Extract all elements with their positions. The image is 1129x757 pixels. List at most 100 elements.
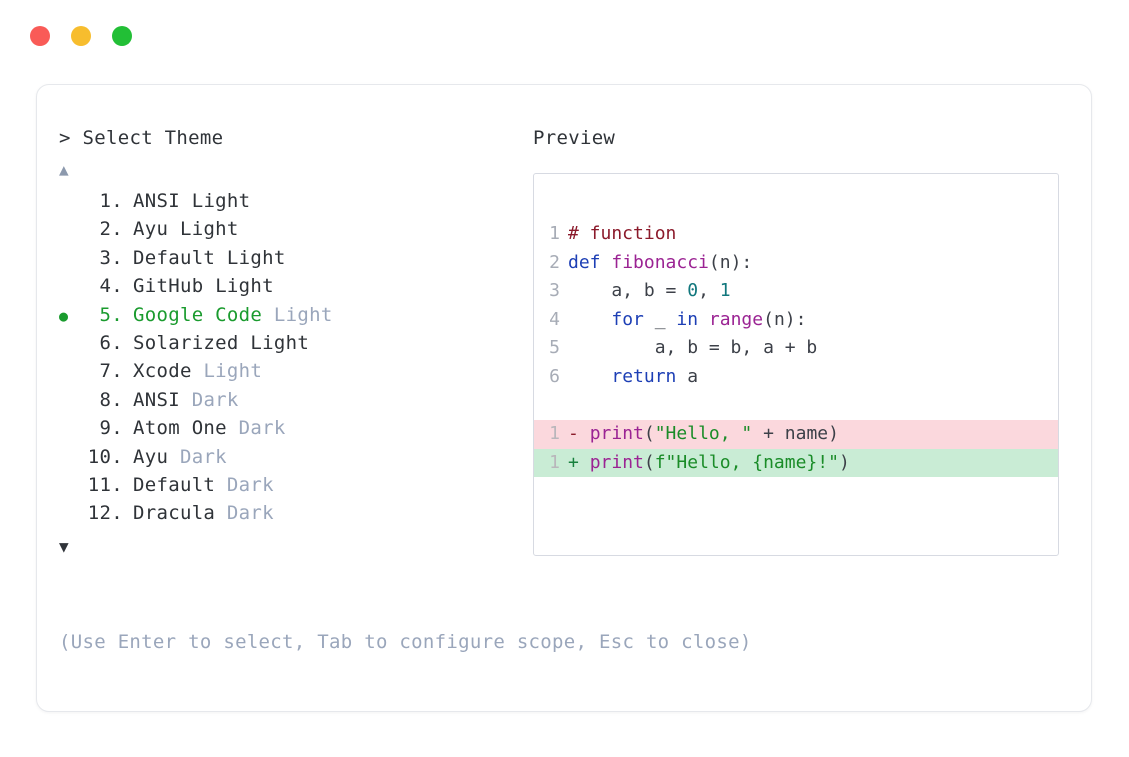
theme-name: Google Code [133, 303, 274, 326]
code-token: range [708, 308, 764, 330]
code-token: def [568, 251, 612, 273]
code-line: 3 a, b = 0, 1 [534, 277, 1058, 306]
theme-name: GitHub [133, 275, 216, 298]
code-line-text: # function [568, 220, 676, 249]
code-token: fibonacci [611, 251, 709, 273]
code-token: f"Hello, {name}!" [654, 451, 839, 473]
theme-name: Default [133, 473, 227, 496]
theme-list-item[interactable]: 1. ANSI Light [59, 187, 529, 215]
theme-index: 3. [99, 246, 123, 269]
code-token: for [611, 308, 644, 330]
window-titlebar [0, 0, 1129, 72]
scroll-down-icon[interactable]: ▼ [59, 536, 69, 556]
theme-index: 10. [87, 445, 123, 468]
selected-bullet-icon: ● [59, 306, 69, 325]
theme-index: 9. [99, 417, 123, 440]
scroll-up-icon[interactable]: ▲ [59, 160, 69, 179]
code-line: 6 return a [534, 363, 1058, 392]
theme-mode: Dark [238, 417, 286, 440]
code-line: 5 a, b = b, a + b [534, 334, 1058, 363]
code-token: a, b = [568, 280, 688, 302]
code-token: print [589, 451, 644, 473]
close-window-button[interactable] [30, 26, 50, 46]
theme-index: 4. [99, 275, 123, 298]
line-number: 2 [549, 251, 560, 273]
bullet-spacer [59, 330, 81, 358]
code-token: # function [568, 223, 677, 244]
theme-list-item[interactable]: 9. Atom One Dark [59, 414, 529, 442]
code-line: 4 for _ in range(n): [534, 306, 1058, 335]
bullet-spacer [59, 245, 81, 273]
theme-index: 5. [99, 303, 123, 326]
code-line-text: for _ in range(n): [568, 306, 806, 335]
theme-list-item[interactable]: 11. Default Dark [59, 471, 529, 499]
theme-index: 8. [99, 388, 123, 411]
code-line-text: def fibonacci(n): [568, 249, 752, 278]
theme-list-item[interactable]: 2.Ayu Light [59, 215, 529, 243]
theme-mode: Light [179, 218, 239, 241]
theme-mode: Light [226, 246, 286, 269]
theme-mode: Dark [226, 473, 274, 496]
theme-mode: Light [191, 190, 251, 212]
code-token [698, 309, 709, 330]
theme-list-item[interactable]: 7.Xcode Light [59, 357, 529, 385]
code-token: ) [838, 451, 850, 473]
theme-index: 6. [99, 331, 123, 354]
theme-list-item[interactable]: ● 5. Google Code Light [59, 301, 529, 329]
theme-index: 1. [99, 190, 123, 212]
theme-name: Atom One [133, 417, 239, 440]
theme-list-item[interactable]: 8.ANSI Dark [59, 386, 529, 414]
theme-list-item[interactable]: 4.GitHub Light [59, 272, 529, 300]
code-token: , [698, 280, 720, 302]
code-token: (n): [708, 251, 753, 273]
theme-name: Dracula [133, 502, 227, 525]
code-line: 1# function [534, 220, 1058, 249]
minimize-window-button[interactable] [71, 26, 91, 46]
code-line-text: a, b = b, a + b [568, 334, 818, 363]
theme-list-item[interactable]: 12.Dracula Dark [59, 499, 529, 527]
prompt-header: > Select Theme [59, 125, 529, 151]
theme-mode: Dark [179, 445, 227, 468]
theme-list-column: > Select Theme ▲ 1. ANSI Light 2.Ayu Ligh… [59, 125, 529, 558]
theme-index: 7. [99, 360, 123, 383]
bullet-spacer [59, 188, 81, 216]
code-token: ( [643, 423, 655, 445]
theme-name: ANSI [133, 190, 192, 212]
bullet-spacer [59, 358, 81, 386]
line-number: 1 [549, 451, 560, 473]
line-number: 4 [549, 308, 560, 330]
bullet-spacer [59, 216, 81, 244]
line-number: 6 [549, 365, 560, 387]
bullet-spacer [59, 500, 81, 528]
code-line-text: print(f"Hello, {name}!") [579, 449, 850, 478]
line-number: 5 [549, 337, 560, 359]
theme-index: 2. [99, 218, 123, 241]
theme-name: Default [133, 246, 227, 269]
code-token [568, 366, 611, 387]
theme-mode: Light [273, 303, 333, 326]
line-number: 3 [549, 280, 560, 302]
theme-list-item[interactable]: 6.Solarized Light [59, 329, 529, 357]
maximize-window-button[interactable] [112, 26, 132, 46]
diff-line-add: 1 + print(f"Hello, {name}!") [534, 448, 1058, 478]
code-blank-line [534, 392, 1058, 421]
code-line: 2 def fibonacci(n): [534, 249, 1058, 278]
theme-index: 11. [87, 473, 123, 496]
code-token [568, 309, 611, 330]
code-token [579, 452, 590, 473]
code-token: return [611, 365, 677, 387]
code-token: a [676, 365, 699, 387]
diff-marker: + [568, 451, 579, 473]
prompt-title-text: Select Theme [82, 127, 224, 149]
theme-list-item[interactable]: 10.Ayu Dark [59, 443, 529, 471]
theme-selector-card: > Select Theme ▲ 1. ANSI Light 2.Ayu Ligh… [36, 84, 1092, 712]
theme-mode: Dark [226, 502, 274, 525]
theme-mode: Light [250, 331, 310, 354]
code-token: _ [643, 308, 677, 330]
theme-list-item[interactable]: 3. Default Light [59, 244, 529, 272]
code-token: in [676, 308, 699, 330]
bullet-spacer [59, 273, 81, 301]
